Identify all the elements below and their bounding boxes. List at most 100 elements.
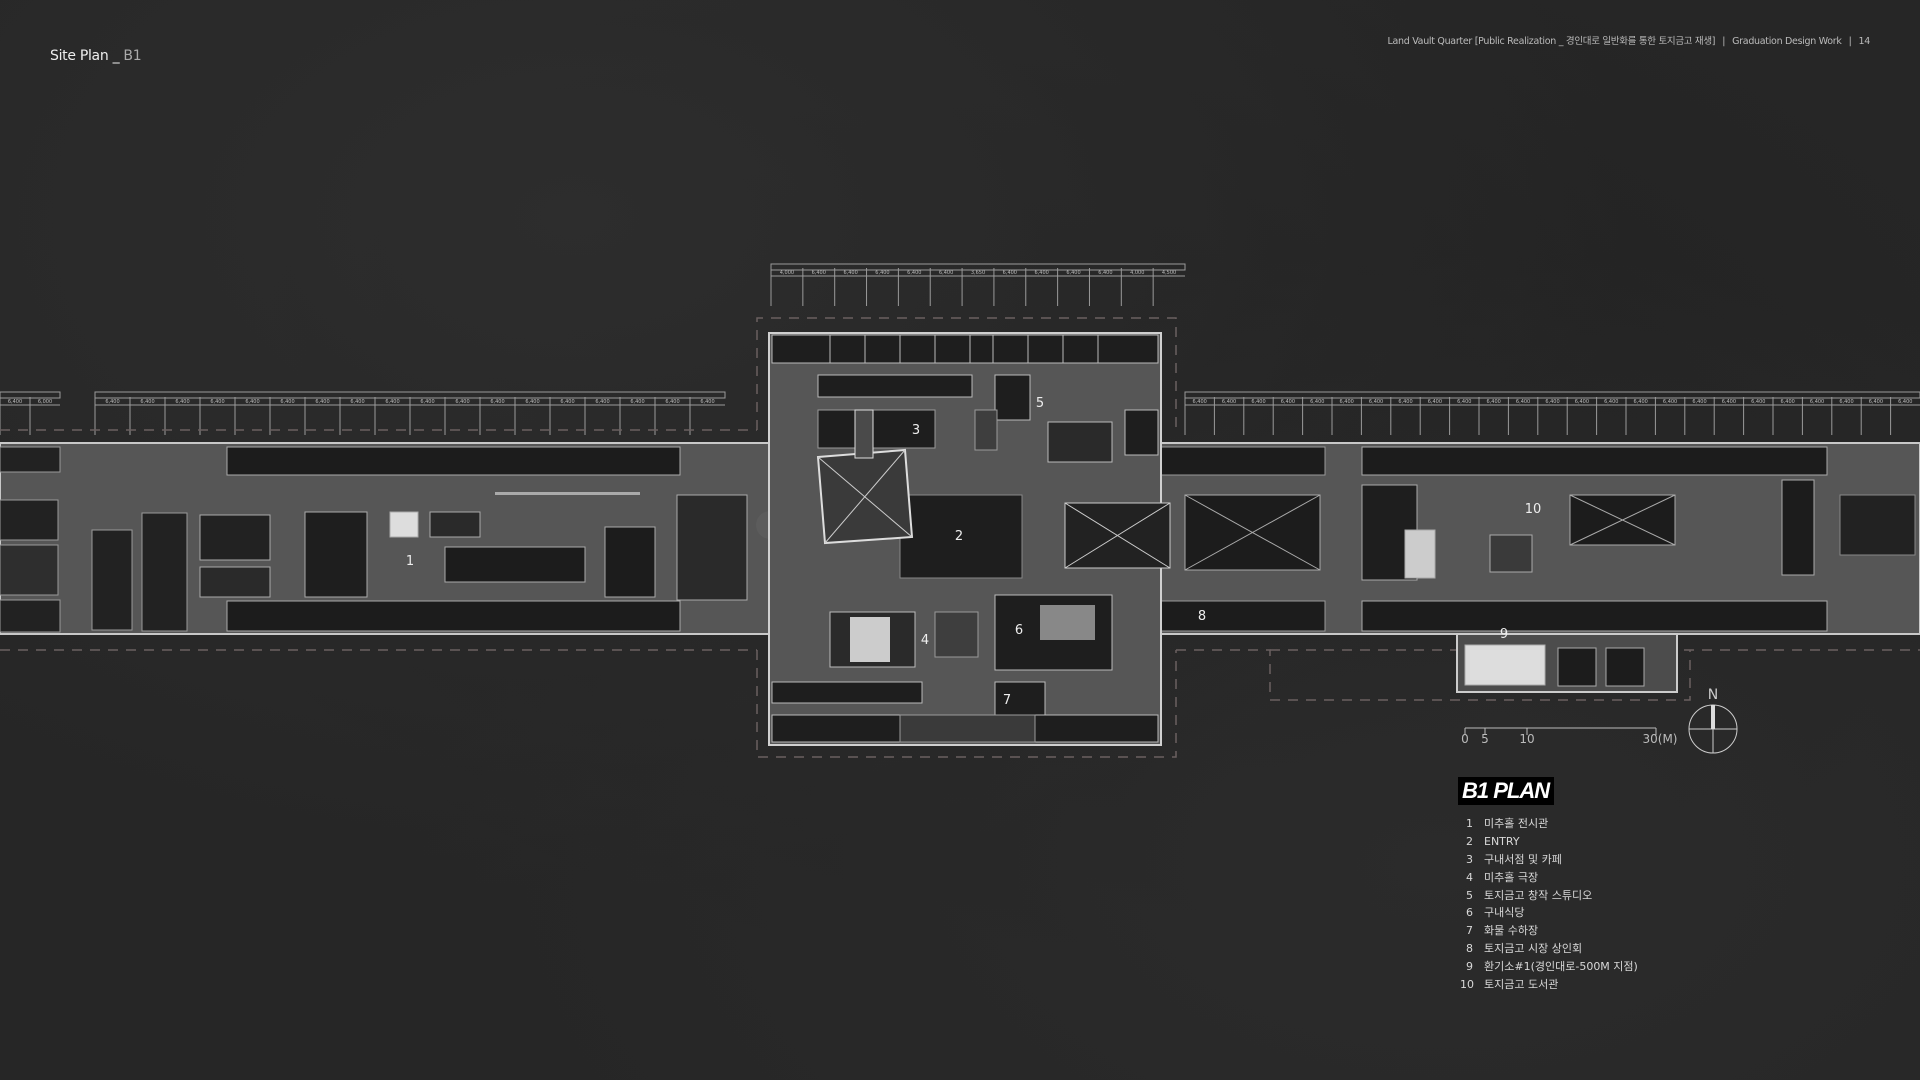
dimension-label: 6,400 [245, 399, 259, 405]
divider: | [1722, 36, 1726, 47]
dimension-label: 6,400 [1281, 399, 1295, 405]
dimension-label: 4,000 [1130, 270, 1144, 276]
legend-number: 9 [1466, 960, 1473, 974]
room-number-9: 9 [1500, 627, 1508, 642]
legend-label: 토지금고 창작 스튜디오 [1484, 888, 1593, 902]
scale-label: 5 [1481, 732, 1489, 746]
dimension-label: 6,400 [1398, 399, 1412, 405]
dimension-label: 6,400 [1516, 399, 1530, 405]
dimension-label: 6,400 [1222, 399, 1236, 405]
dimension-label: 6,400 [490, 399, 504, 405]
legend-number: 4 [1466, 870, 1473, 884]
central-block [768, 332, 1171, 746]
stacks [1839, 494, 1916, 556]
legend-label: 미추홀 전시관 [1484, 817, 1549, 830]
legend-number: 8 [1466, 942, 1473, 956]
legend-title: B1 PLAN [1458, 777, 1555, 805]
legend-number: 3 [1466, 852, 1473, 866]
room-number-2: 2 [955, 529, 963, 544]
dimension-frame-center [770, 263, 1186, 271]
dimension-label: 6,400 [350, 399, 364, 405]
dimension-label: 6,400 [1035, 270, 1049, 276]
dimension-label: 6,400 [455, 399, 469, 405]
room [0, 599, 61, 633]
stair [1489, 534, 1533, 573]
room [199, 566, 271, 598]
room [604, 526, 656, 598]
dimension-label: 6,400 [8, 399, 22, 405]
dimension-label: 6,400 [385, 399, 399, 405]
courtyard-right [1781, 479, 1815, 576]
dimension-label: 6,400 [1428, 399, 1442, 405]
legend-label: 토지금고 도서관 [1484, 978, 1559, 992]
stair [974, 409, 998, 451]
boundary-bottom [756, 650, 1177, 758]
project-title: Land Vault Quarter [Public Realization _… [1387, 36, 1716, 47]
restroom [389, 511, 419, 538]
dimension-label: 6,400 [700, 399, 714, 405]
legend-number: 5 [1466, 888, 1473, 902]
dimension-label: 6,400 [1003, 270, 1017, 276]
dimension-label: 6,400 [1751, 399, 1765, 405]
legend-label: 화물 수하장 [1484, 924, 1539, 938]
divider: | [1848, 36, 1852, 47]
dimension-label: 6,400 [1869, 399, 1883, 405]
dimension-label: 6,400 [1487, 399, 1501, 405]
dimension-label: 6,400 [665, 399, 679, 405]
dimension-label: 6,400 [1251, 399, 1265, 405]
shaft [1605, 647, 1645, 687]
exhibition-block [444, 546, 586, 583]
dimension-label: 6,400 [1839, 399, 1853, 405]
room [1159, 446, 1326, 476]
loading-ramp [899, 714, 1036, 743]
dimension-label: 6,400 [1575, 399, 1589, 405]
dimension-label: 6,400 [1692, 399, 1706, 405]
void-mark [1064, 502, 1171, 569]
north-label: N [1708, 687, 1718, 703]
project-header: Land Vault Quarter [Public Realization _… [1387, 33, 1871, 47]
void-mark [824, 449, 906, 544]
dimension-label: 6,400 [525, 399, 539, 405]
room [0, 544, 59, 596]
bench [495, 492, 640, 495]
studio-partitions [829, 335, 1099, 363]
scale-label: 10 [1519, 732, 1534, 746]
scale-bar [1464, 727, 1657, 735]
page-title-level: B1 [123, 48, 142, 64]
room [304, 511, 368, 598]
room [91, 529, 133, 631]
room-number-6: 6 [1015, 623, 1023, 638]
page-title-main: Site Plan _ [50, 48, 124, 64]
dimension-label: 6,400 [420, 399, 434, 405]
dimension-label: 6,400 [1457, 399, 1471, 405]
dimension-label: 6,400 [1310, 399, 1324, 405]
dimension-label: 6,400 [280, 399, 294, 405]
room-row [771, 681, 923, 704]
dimension-label: 6,000 [38, 399, 52, 405]
north-arrow-icon [1688, 704, 1738, 754]
room-number-1: 1 [406, 554, 414, 569]
dimension-label: 6,400 [630, 399, 644, 405]
legend-label: 미추홀 극장 [1484, 870, 1539, 884]
room-number-10: 10 [1525, 502, 1542, 517]
ramp [854, 409, 874, 459]
courtyard [429, 511, 481, 538]
boundary-top [756, 317, 1177, 430]
room-number-5: 5 [1036, 396, 1044, 411]
dimension-label: 6,400 [1663, 399, 1677, 405]
ventilation-equipment [1464, 644, 1546, 686]
legend-label: ENTRY [1484, 834, 1520, 848]
dimension-label: 6,400 [140, 399, 154, 405]
void-mark [1569, 494, 1676, 546]
legend-label: 환기소#1(경인대로-500M 지점) [1484, 960, 1638, 974]
shaft [1557, 647, 1597, 687]
dimension-label: 6,400 [1781, 399, 1795, 405]
stair [934, 611, 979, 658]
studio-theater [1047, 421, 1113, 463]
dimension-label: 6,400 [1340, 399, 1354, 405]
